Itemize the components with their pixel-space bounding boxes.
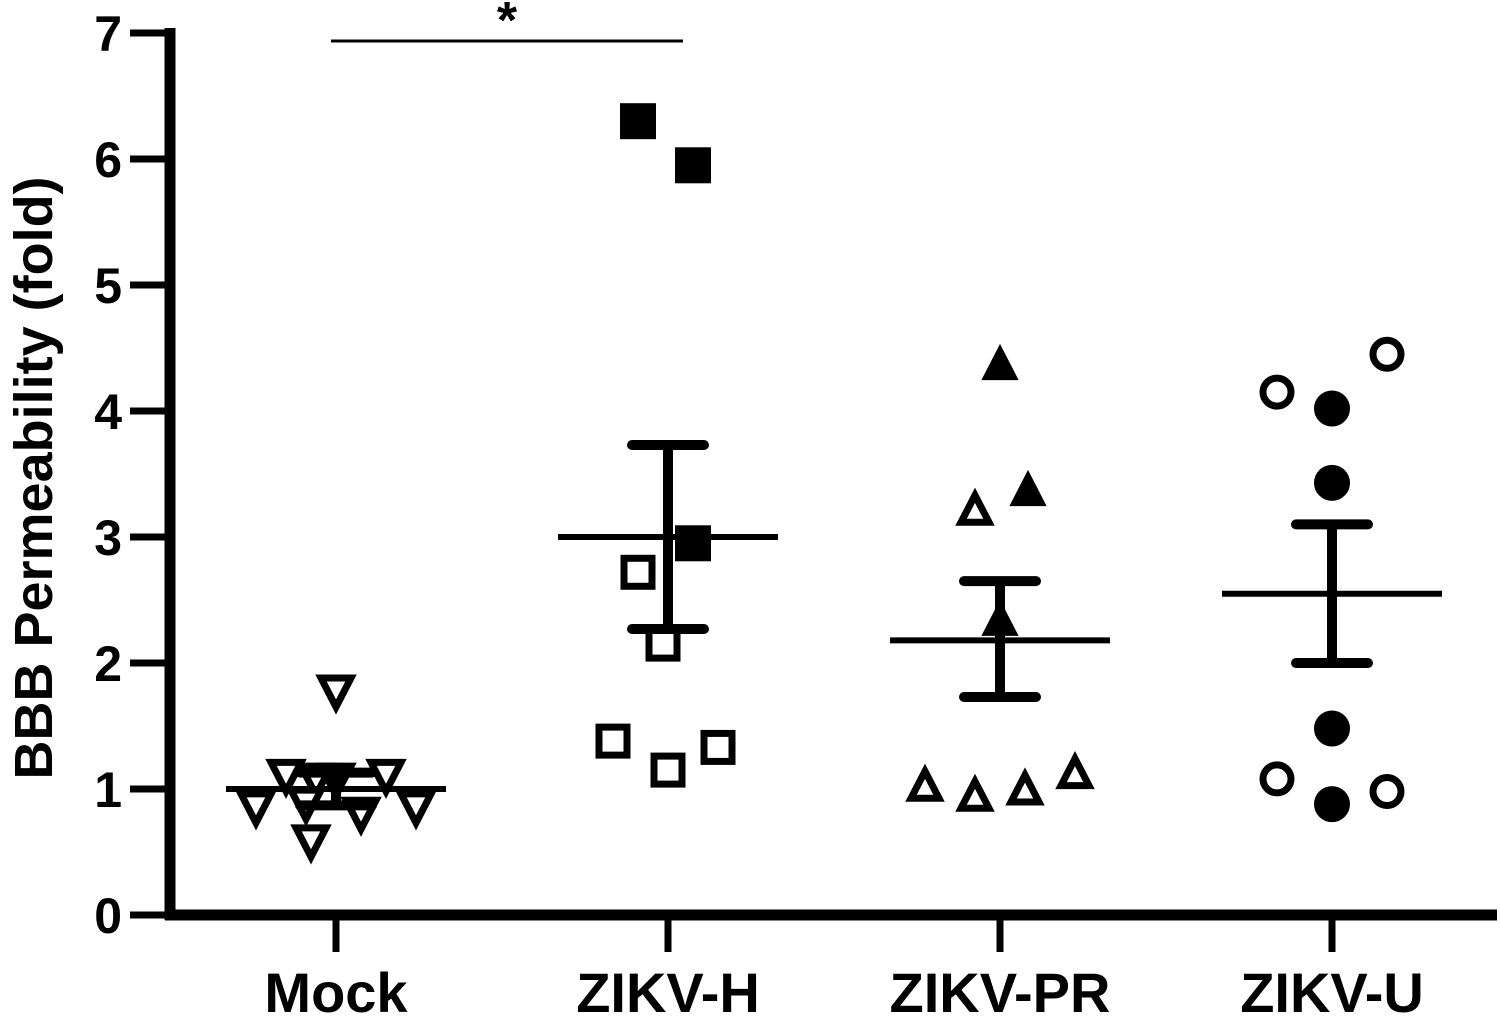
data-point-triangle-down bbox=[290, 824, 332, 865]
axes bbox=[164, 28, 1497, 921]
data-point-triangle-up bbox=[981, 343, 1019, 381]
group-zikv-u bbox=[1222, 336, 1442, 823]
group-zikv-pr bbox=[890, 343, 1110, 812]
data-groups bbox=[226, 103, 1442, 865]
y-tick-label: 3 bbox=[94, 510, 122, 566]
y-tick-label: 1 bbox=[94, 762, 122, 818]
group-points bbox=[235, 674, 437, 865]
group-stats bbox=[890, 576, 1110, 703]
x-category-label: ZIKV-PR bbox=[890, 961, 1111, 1017]
data-point-square bbox=[700, 729, 736, 765]
y-tick-label: 2 bbox=[94, 636, 122, 692]
data-point-circle bbox=[1369, 336, 1405, 372]
y-tick-label: 4 bbox=[94, 384, 122, 440]
group-zikv-h bbox=[558, 103, 778, 788]
data-point-triangle-up bbox=[1055, 751, 1095, 790]
data-point-circle bbox=[1369, 774, 1405, 810]
data-point-triangle-down bbox=[265, 758, 307, 800]
data-point-square bbox=[675, 525, 711, 562]
data-point-triangle-up bbox=[955, 773, 995, 812]
data-point-square bbox=[620, 554, 656, 590]
x-ticks: Mock ZIKV-H ZIKV-PR ZIKV-U bbox=[264, 915, 1424, 1017]
data-point-circle bbox=[1314, 786, 1350, 823]
data-point-triangle-up bbox=[905, 763, 945, 802]
data-point-square bbox=[645, 626, 681, 662]
group-points bbox=[595, 103, 736, 788]
group-points bbox=[905, 343, 1095, 812]
data-point-circle bbox=[1314, 390, 1350, 427]
data-point-square bbox=[675, 147, 711, 184]
y-tick-label: 7 bbox=[94, 6, 122, 62]
x-category-label: ZIKV-H bbox=[576, 961, 760, 1017]
data-point-square bbox=[650, 752, 686, 788]
group-points bbox=[1259, 336, 1405, 823]
data-point-triangle-down bbox=[395, 790, 437, 831]
data-point-circle bbox=[1314, 710, 1350, 747]
data-point-circle bbox=[1259, 761, 1295, 797]
x-category-label: Mock bbox=[264, 961, 408, 1017]
y-tick-label: 5 bbox=[94, 258, 122, 314]
data-point-triangle-down bbox=[365, 758, 407, 800]
data-point-triangle-up bbox=[955, 487, 995, 526]
data-point-triangle-down bbox=[235, 790, 277, 831]
data-point-square bbox=[620, 103, 656, 140]
data-point-circle bbox=[1259, 374, 1295, 410]
x-category-label: ZIKV-U bbox=[1240, 961, 1424, 1017]
data-point-triangle-up bbox=[1005, 767, 1045, 806]
y-ticks: 0 1 2 3 4 5 6 7 bbox=[94, 6, 170, 944]
data-point-triangle-up bbox=[1009, 469, 1047, 507]
group-stats bbox=[1222, 519, 1442, 668]
group-stats bbox=[226, 767, 446, 811]
data-point-circle bbox=[1314, 464, 1350, 501]
group-stats bbox=[558, 440, 778, 634]
y-tick-label: 6 bbox=[94, 132, 122, 188]
data-point-square bbox=[595, 723, 631, 759]
y-tick-label: 0 bbox=[94, 888, 122, 944]
data-point-triangle-down bbox=[315, 674, 357, 715]
y-axis-title: BBB Permeability (fold) bbox=[4, 176, 64, 779]
significance-annotations: * bbox=[331, 0, 683, 50]
significance-star: * bbox=[497, 0, 518, 50]
group-mock bbox=[226, 674, 446, 865]
